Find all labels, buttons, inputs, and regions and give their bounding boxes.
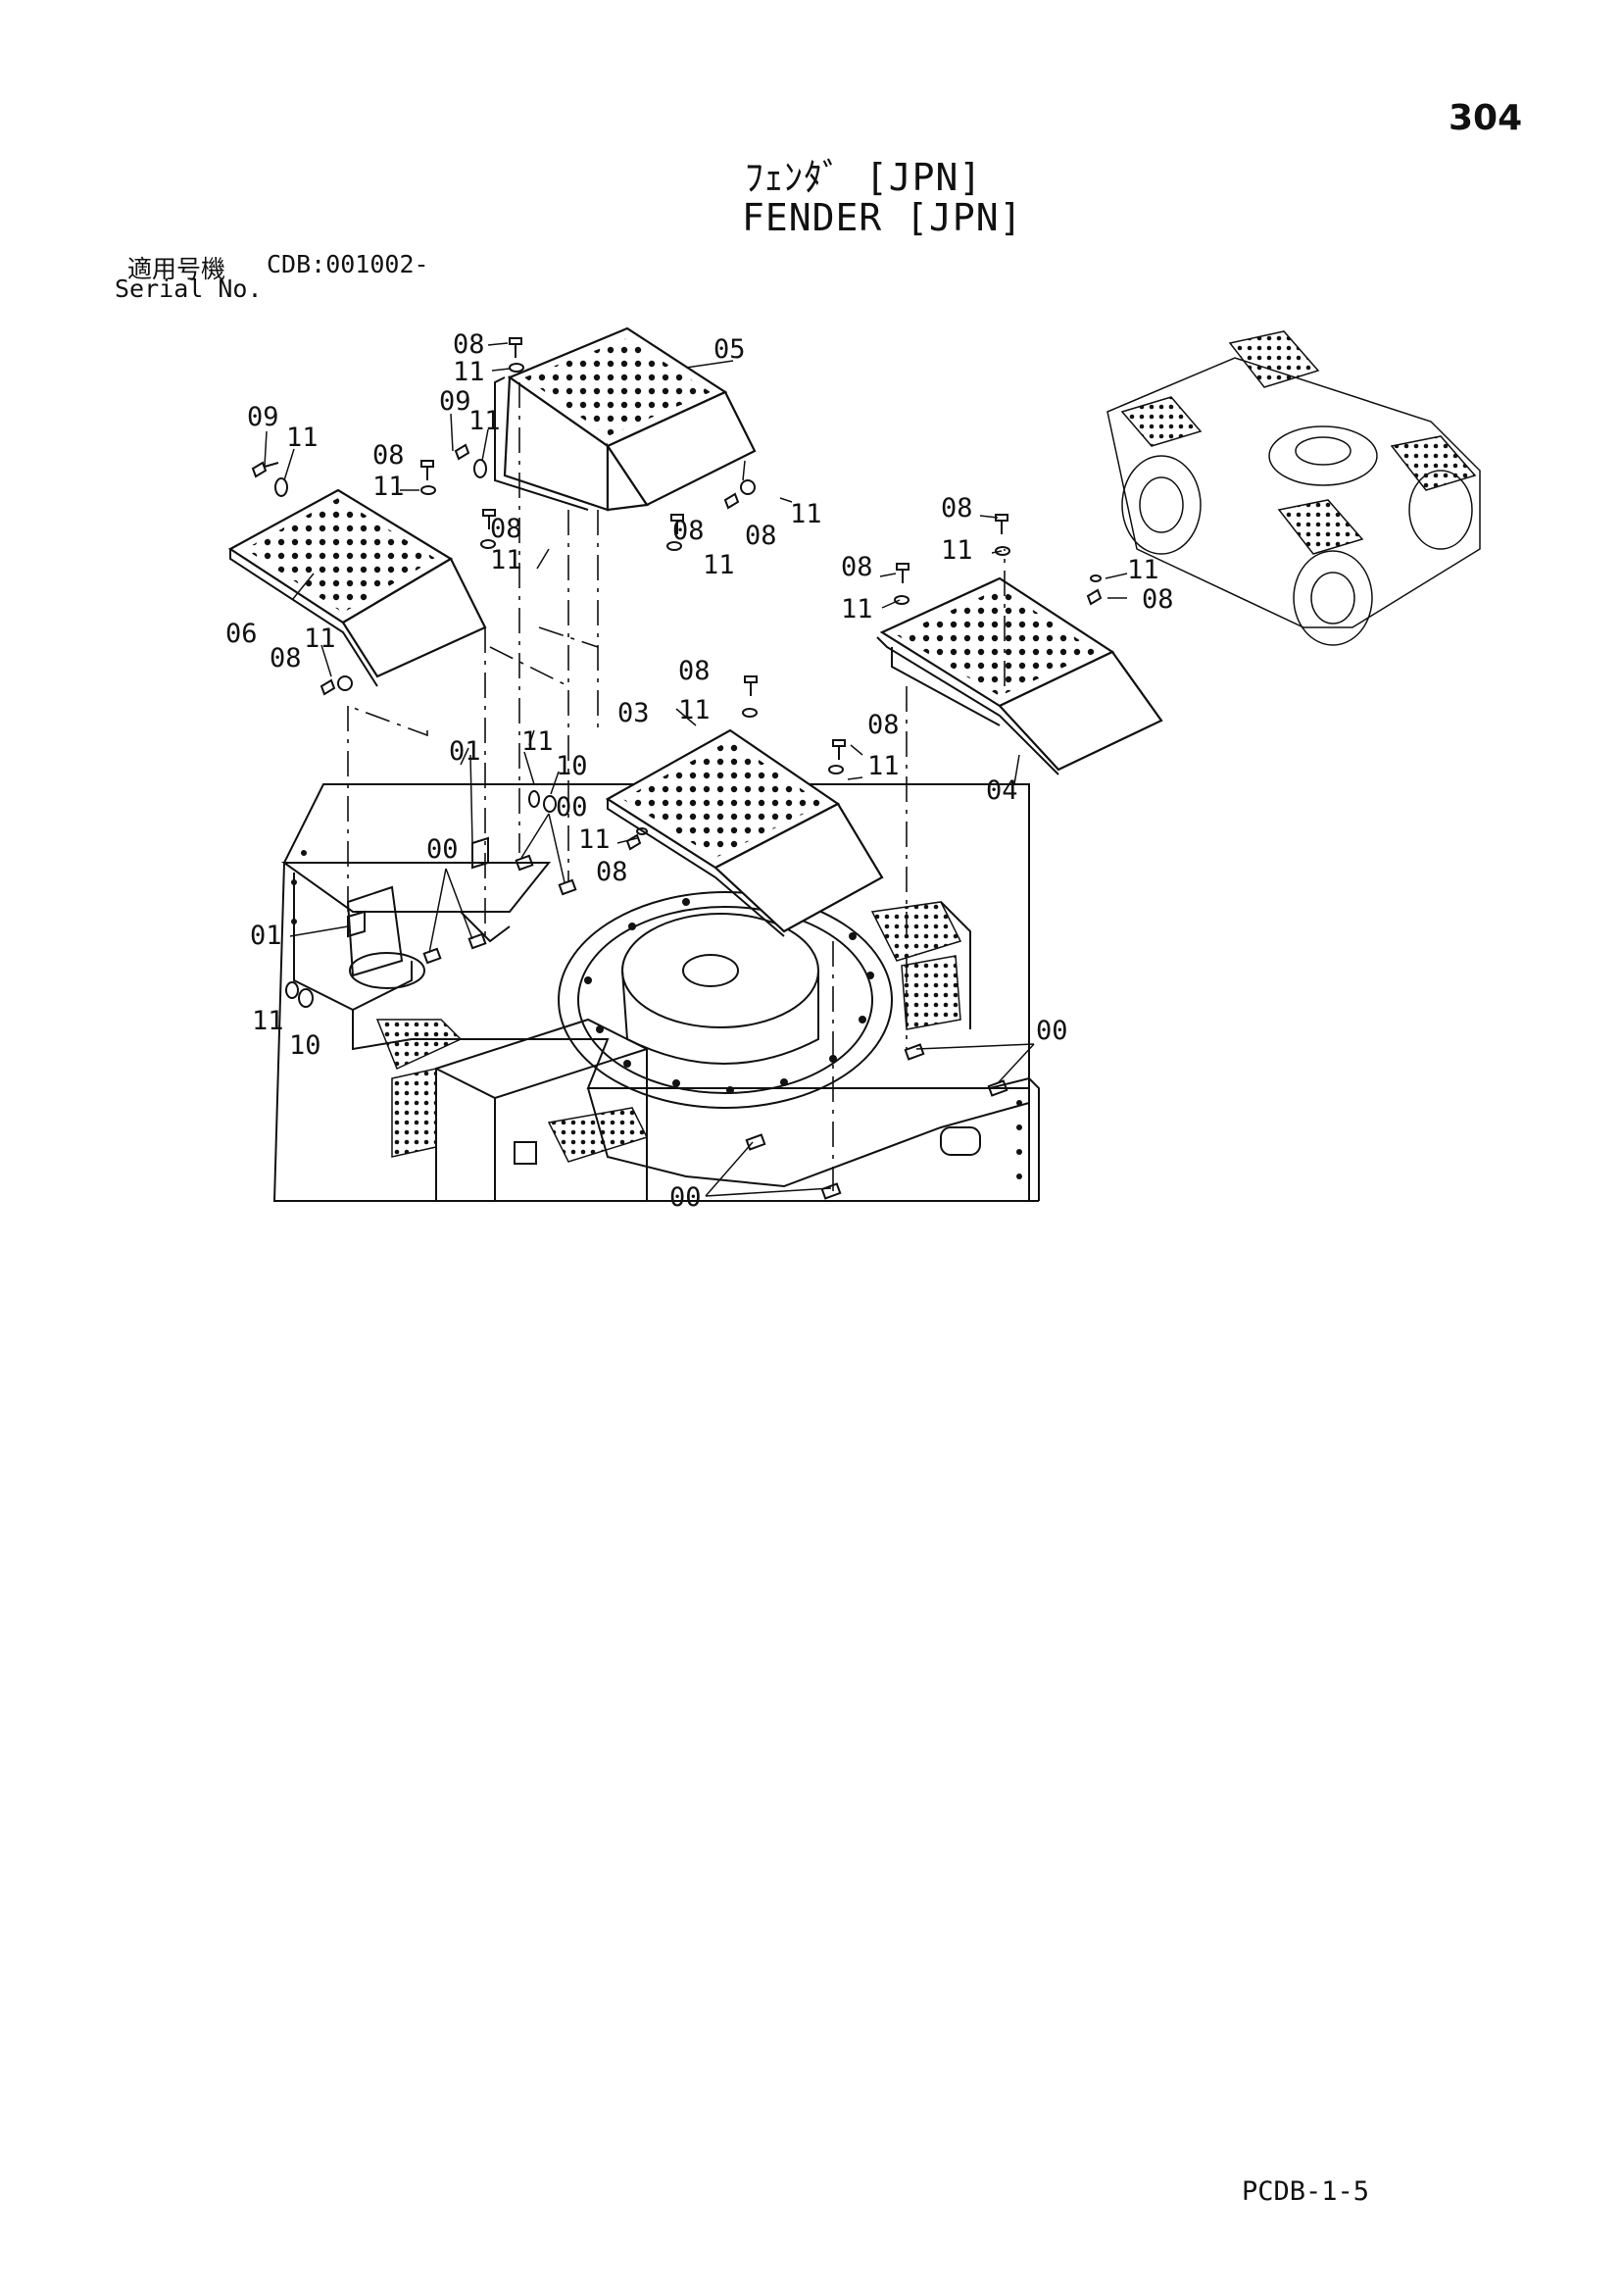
callout-01: 01 — [449, 736, 481, 767]
callout-11: 11 — [252, 1006, 284, 1036]
fender-04 — [876, 576, 1163, 775]
callout-11: 11 — [490, 545, 522, 575]
callout-08: 08 — [270, 643, 302, 674]
callout-11: 11 — [304, 624, 336, 654]
fender-05 — [494, 326, 757, 512]
callout-04: 04 — [986, 775, 1018, 806]
callout-00: 00 — [426, 834, 459, 865]
callout-11: 11 — [372, 472, 405, 502]
callout-11: 11 — [468, 406, 501, 436]
assembly-lines — [347, 382, 1006, 1191]
callouts: 08 11 05 09 11 09 11 08 11 08 11 08 11 0… — [225, 329, 1174, 1213]
serial-label-english: Serial No. — [115, 275, 263, 303]
callout-05: 05 — [713, 334, 746, 365]
fender-06 — [227, 488, 487, 687]
machine-overview-inset — [1106, 330, 1481, 646]
callout-08: 08 — [1142, 584, 1174, 615]
page-title-japanese: ﾌｪﾝﾀﾞ [JPN] — [745, 156, 983, 199]
callout-01: 01 — [250, 921, 282, 951]
callout-09: 09 — [247, 402, 279, 432]
callout-11: 11 — [678, 695, 711, 725]
callout-11: 11 — [790, 499, 822, 529]
hardware — [251, 337, 1103, 1008]
fender-03 — [605, 728, 884, 937]
callout-08: 08 — [490, 514, 522, 544]
callout-08: 08 — [372, 440, 405, 471]
callout-00: 00 — [669, 1182, 702, 1213]
callout-11: 11 — [578, 824, 611, 855]
callout-08: 08 — [941, 493, 973, 524]
callout-00: 00 — [556, 792, 588, 823]
callout-08: 08 — [453, 329, 485, 360]
callout-11: 11 — [841, 594, 873, 624]
page-number: 304 — [1449, 98, 1523, 138]
frame-structure — [272, 783, 1040, 1202]
page-title-english: FENDER [JPN] — [742, 196, 1023, 239]
callout-10: 10 — [289, 1030, 321, 1061]
callout-08: 08 — [867, 710, 900, 740]
callout-06: 06 — [225, 619, 258, 649]
callout-11: 11 — [521, 726, 554, 757]
callout-08: 08 — [596, 857, 628, 887]
callout-11: 11 — [941, 535, 973, 566]
callout-11: 11 — [1127, 555, 1159, 585]
serial-number-value: CDB:001002- — [267, 250, 429, 278]
callout-08: 08 — [745, 521, 777, 551]
callout-11: 11 — [703, 550, 735, 580]
bracket-01 — [347, 836, 489, 938]
serial-label-japanese: 適用号機 — [127, 255, 226, 283]
callout-10: 10 — [556, 751, 588, 781]
callout-11: 11 — [286, 423, 319, 453]
callout-09: 09 — [439, 386, 471, 417]
callout-00: 00 — [1036, 1016, 1068, 1046]
callout-08: 08 — [672, 516, 705, 546]
callout-03: 03 — [617, 698, 650, 728]
callout-11: 11 — [453, 357, 485, 387]
callout-11: 11 — [867, 751, 900, 781]
callout-08: 08 — [841, 552, 873, 582]
leader-lines — [264, 342, 1128, 1197]
footer-code: PCDB-1-5 — [1242, 2176, 1370, 2207]
callout-08: 08 — [678, 656, 711, 686]
